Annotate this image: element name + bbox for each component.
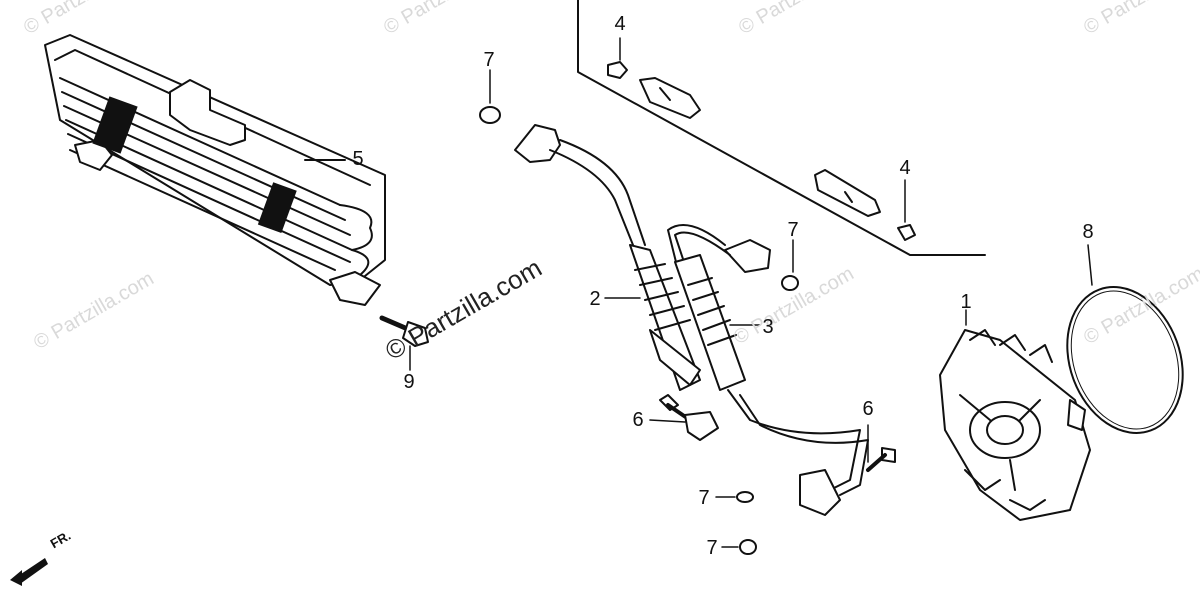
filter-cover-1 [939,309,1091,521]
callout-7: 7 [698,487,710,509]
o-ring-7d [739,539,757,555]
callout-1: 1 [960,291,972,313]
oil-cooler [44,34,386,306]
callout-5: 5 [352,148,364,170]
callout-8: 8 [1082,221,1094,243]
o-ring-7c [736,491,754,503]
bolt-9 [379,315,429,371]
callout-4: 4 [899,157,911,179]
o-ring-7a [479,106,501,124]
callout-7: 7 [706,537,718,559]
callout-6: 6 [862,398,874,420]
fitting-4-lower [814,169,916,241]
callout-9: 9 [403,371,415,393]
o-ring-7b [781,275,799,291]
bolt-6b [866,424,896,472]
front-arrow-icon [10,558,48,586]
fitting-4-upper [607,37,701,119]
callout-7: 7 [483,49,495,71]
bracket-line [577,0,986,256]
hose-2 [514,124,701,391]
bolt-6a [649,394,719,441]
o-ring-8 [1066,286,1184,434]
callout-7: 7 [787,219,799,241]
hose-3 [667,224,869,516]
callout-2: 2 [589,288,601,310]
callout-6: 6 [632,409,644,431]
callout-4: 4 [614,13,626,35]
callout-3: 3 [762,316,774,338]
